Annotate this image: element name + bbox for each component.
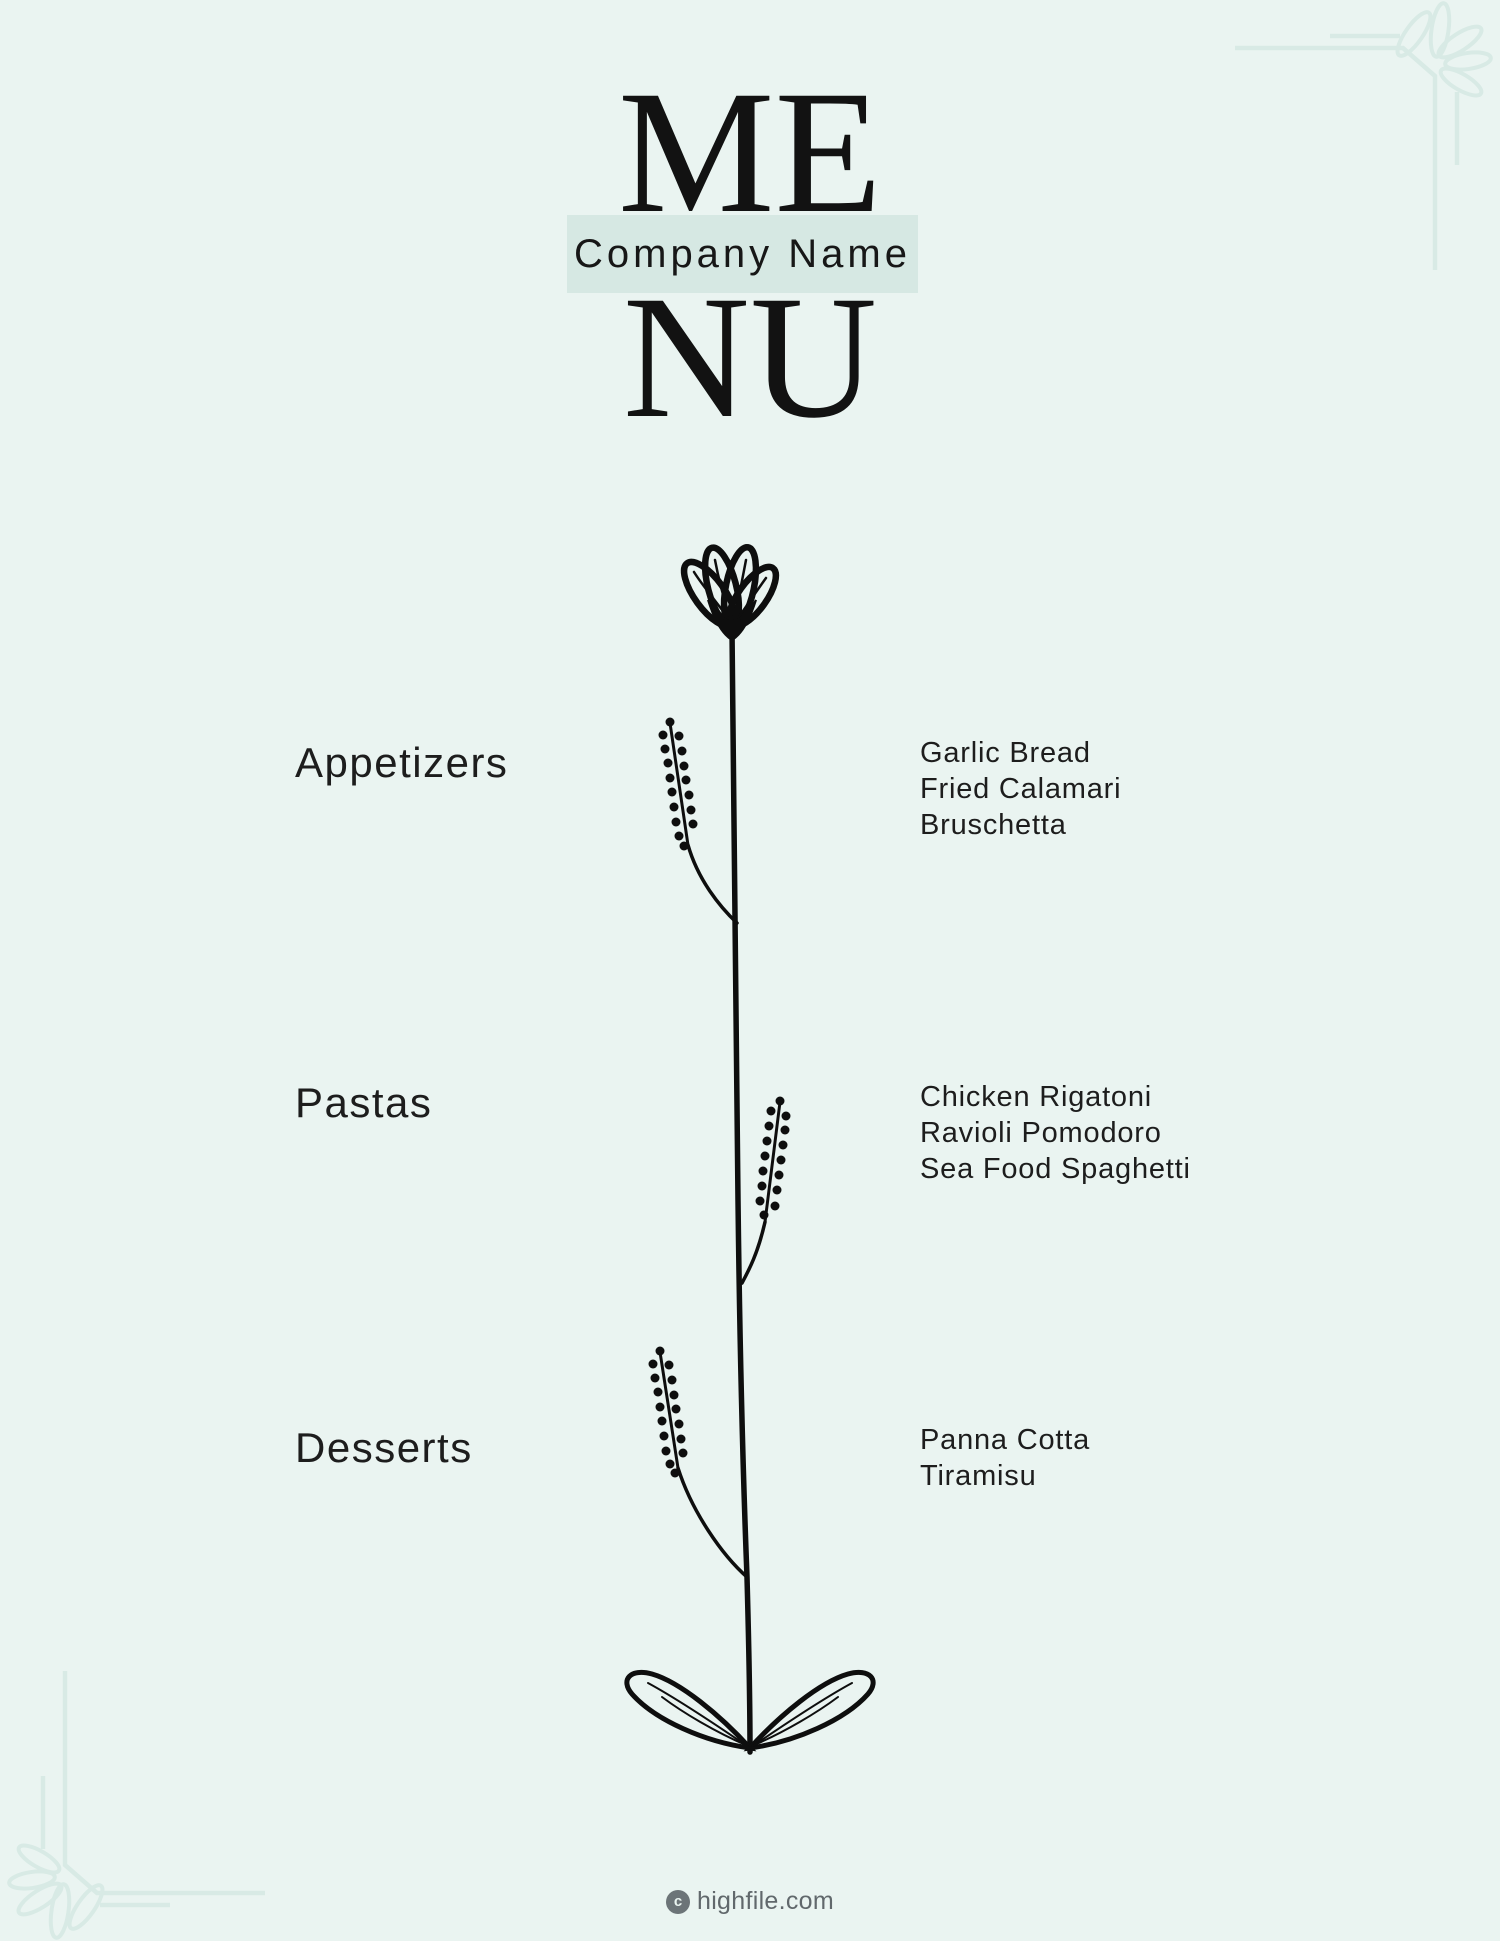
section-label-pastas: Pastas <box>295 1079 433 1126</box>
section-items-pastas: Chicken Rigatoni Ravioli Pomodoro Sea Fo… <box>920 1079 1191 1187</box>
menu-item: Chicken Rigatoni <box>920 1081 1153 1113</box>
watermark-text: highfile.com <box>697 1887 834 1915</box>
menu-item: Tiramisu <box>920 1460 1037 1492</box>
copyright-icon: c <box>666 1889 690 1914</box>
menu-item: Fried Calamari <box>920 773 1122 805</box>
menu-item: Garlic Bread <box>920 737 1091 769</box>
section-items-appetizers: Garlic Bread Fried Calamari Bruschetta <box>920 735 1121 843</box>
menu-item: Sea Food Spaghetti <box>920 1153 1191 1185</box>
menu-item: Bruschetta <box>920 809 1067 841</box>
menu-item: Ravioli Pomodoro <box>920 1117 1162 1149</box>
company-name-banner: Company Name <box>567 215 918 293</box>
section-label-desserts: Desserts <box>295 1424 473 1471</box>
company-name-label: Company Name <box>573 231 911 276</box>
berry-dots <box>648 717 791 1478</box>
section-items-desserts: Panna Cotta Tiramisu <box>920 1422 1090 1494</box>
menu-item: Panna Cotta <box>920 1424 1091 1456</box>
wildflower-stem-illustration-icon <box>624 543 876 1755</box>
watermark: c highfile.com <box>0 1887 1500 1916</box>
section-label-appetizers: Appetizers <box>295 739 509 786</box>
copyright-letter: c <box>673 1893 683 1910</box>
